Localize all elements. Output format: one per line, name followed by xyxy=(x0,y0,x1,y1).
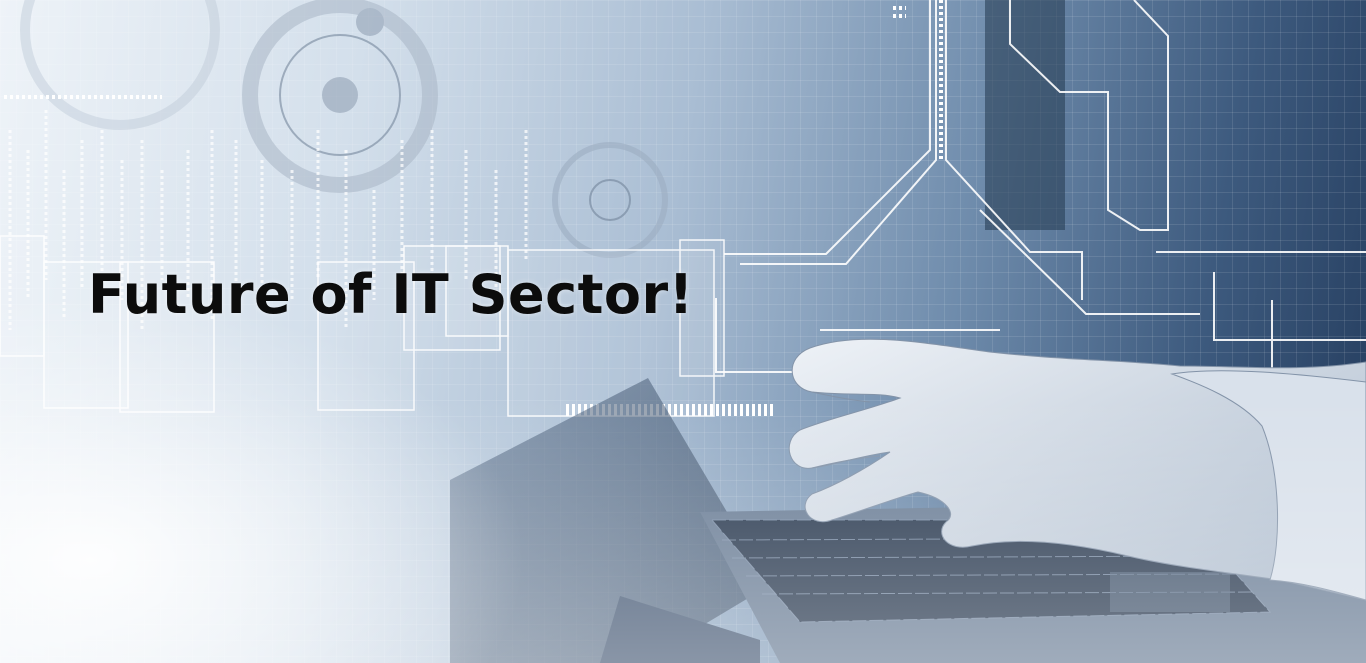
banner-headline: Future of IT Sector! xyxy=(88,263,694,326)
